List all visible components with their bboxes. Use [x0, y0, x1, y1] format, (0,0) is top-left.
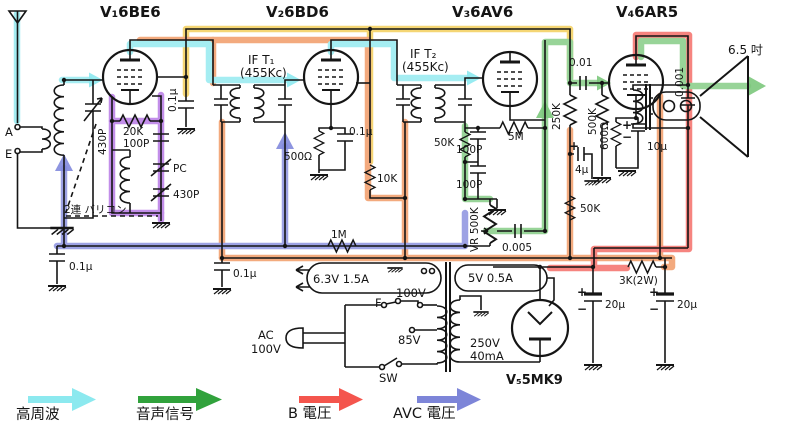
diode-load-label: 5M [508, 131, 524, 143]
output-cap-label: 0.001 [674, 67, 686, 97]
filter-cap2-label: 20μ [677, 299, 697, 311]
output-cathode-resistor-label: 600Ω [599, 122, 611, 150]
bplus-cap-label: 0.1μ [233, 268, 257, 280]
grid-resistor-label: 500K [587, 107, 599, 135]
vr-wiper-arrow-icon [481, 227, 489, 235]
switch-label: SW [379, 371, 398, 385]
speaker-size-label: 6.5 吋 [728, 43, 763, 57]
audio-arrow-icon [748, 76, 766, 96]
legend: 高周波 音声信号 B 電圧 AVC 電圧 [16, 388, 481, 423]
legend-rf-arrow-icon [28, 388, 96, 411]
oscillator-path [108, 91, 165, 224]
ift1-name: IF T₁ [248, 53, 275, 67]
legend-audio-arrow-icon [138, 388, 222, 411]
schematic-labels: V₁6BE6 V₂6BD6 V₃6AV6 V₄6AR5 V₅5MK9 IF T₁… [5, 3, 763, 388]
heater-rating-label: 6.3V 1.5A [313, 272, 369, 286]
decoupling-cap-label: 4μ [575, 164, 589, 176]
detector-cap2-label: 100P [456, 179, 482, 191]
cathode-cap-label: 0.1μ [349, 126, 373, 138]
osc-resistor-label: 20K [123, 126, 144, 138]
tube-v3-label: V₃6AV6 [452, 3, 513, 21]
plus-sign: + [622, 118, 632, 132]
tube-v4-label: V₄6AR5 [616, 3, 678, 21]
ac-plug-icon [285, 327, 304, 349]
volume-control-label: VR 500K [469, 206, 481, 252]
ift1-primary [213, 84, 241, 123]
tuning-cap-label: 430P [97, 129, 109, 155]
minus-sign: − [622, 130, 632, 144]
fuse-label: F [375, 296, 382, 310]
heater-winding [306, 262, 442, 294]
power-switch-icon [383, 357, 398, 367]
tube-v1-label: V₁6BE6 [100, 3, 161, 21]
filter-resistor-label: 3K(2W) [619, 275, 658, 287]
cathode-resistor-label: 500Ω [284, 151, 312, 163]
plate-load-label: 250K [551, 102, 563, 130]
circuit-wiring [7, 10, 749, 372]
gang-link-dashed [65, 123, 158, 217]
tube-v2-label: V₂6BD6 [266, 3, 329, 21]
output-transformer-primary [632, 89, 644, 125]
tube-v5-label: V₅5MK9 [506, 373, 563, 388]
antenna-primary-coil [41, 128, 52, 150]
terminal-e-label: E [5, 147, 12, 161]
minus-sign: − [649, 302, 659, 316]
terminal-a-label: A [5, 125, 13, 139]
tap-100v-label: 100V [396, 286, 426, 300]
ift2-name: IF T₂ [410, 47, 437, 61]
padder-pc-label: PC [173, 163, 187, 175]
padder-cap-label: 430P [173, 189, 199, 201]
osc-cap-label: 100P [123, 138, 149, 150]
legend-avc-arrow-icon [417, 388, 481, 411]
avc-resistor-label: 1M [331, 229, 347, 241]
junction-dots [61, 26, 691, 270]
legend-audio-label: 音声信号 [136, 405, 194, 423]
screen-resistor-label: 10K [377, 173, 398, 185]
varicon-label: 2連 バリコン [64, 203, 127, 216]
legend-avc-label: AVC 電圧 [393, 406, 456, 422]
antenna-tuning-coil [53, 84, 65, 156]
legend-b-arrow-icon [299, 388, 363, 411]
plus-sign: + [577, 285, 587, 299]
oscillator-coil [119, 156, 131, 204]
ift1-freq: (455Kc) [240, 66, 287, 80]
output-cathode-cap-label: 10μ [647, 141, 667, 153]
avc-cap-label: 0.1μ [69, 261, 93, 273]
screen-bypass-label: 0.1μ [167, 88, 179, 112]
ift1-secondary [253, 87, 265, 119]
rectifier-filament-label: 5V 0.5A [468, 271, 513, 285]
plus-sign: + [569, 139, 579, 153]
voice-coil [652, 91, 701, 121]
variable-cap-arrow-icon [83, 97, 103, 122]
ift2-secondary [434, 87, 446, 119]
plus-sign: + [649, 285, 659, 299]
speaker-cone-icon [699, 55, 749, 158]
minus-sign: − [577, 302, 587, 316]
detector-cap1-label: 100P [456, 144, 482, 156]
detector-resistor-label: 50K [434, 137, 455, 149]
ac-label: AC [258, 328, 274, 342]
hv-winding [449, 299, 461, 363]
hv-voltage-label: 250V [470, 336, 500, 350]
legend-b-label: B 電圧 [288, 406, 332, 422]
ift2-primary [396, 84, 422, 123]
ift2-freq: (455Kc) [402, 60, 449, 74]
coupling-cap2-label: 0.01 [569, 57, 592, 69]
tap-85v-label: 85V [398, 333, 421, 347]
primary-winding [436, 305, 448, 364]
hv-current-label: 40mA [470, 349, 504, 363]
decoupling-resistor-label: 50K [580, 203, 601, 215]
ac-voltage-label: 100V [251, 342, 281, 356]
filter-cap1-label: 20μ [605, 299, 625, 311]
legend-rf-label: 高周波 [16, 406, 60, 423]
coupling-cap1-label: 0.005 [502, 242, 532, 254]
